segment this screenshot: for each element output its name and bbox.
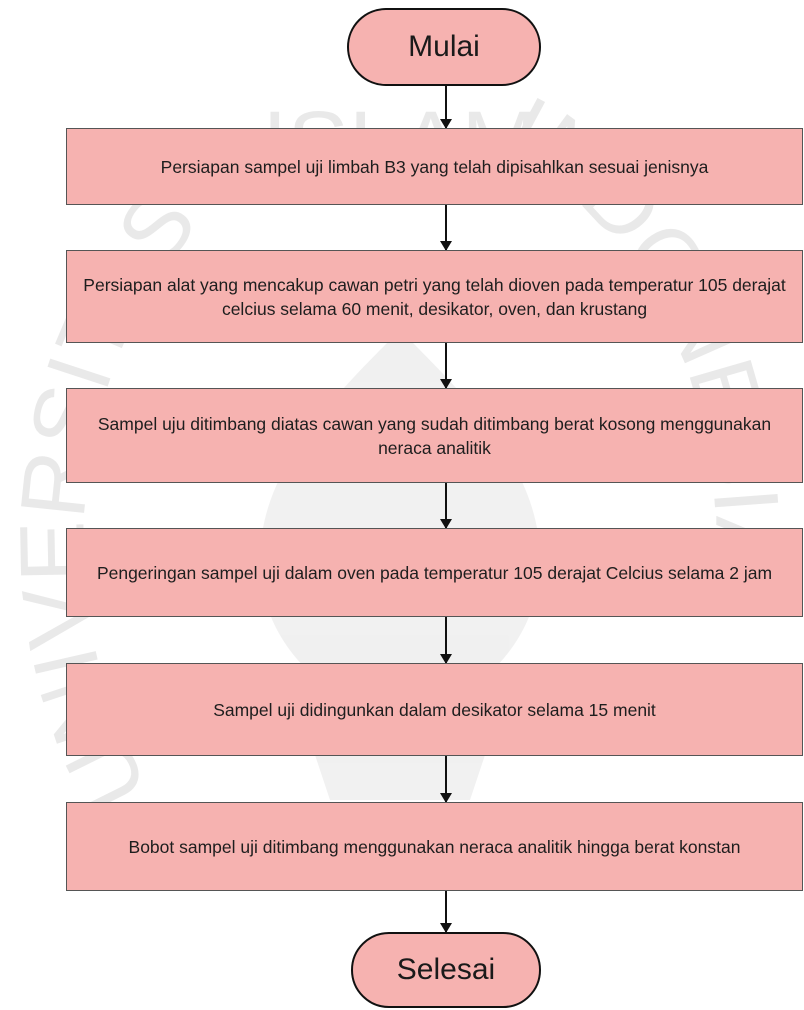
process-step-3: Sampel uju ditimbang diatas cawan yang s… — [66, 388, 803, 483]
process-step-6-label: Bobot sampel uji ditimbang menggunakan n… — [128, 836, 741, 857]
process-step-2: Persiapan alat yang mencakup cawan petri… — [66, 250, 803, 343]
process-step-2-label: Persiapan alat yang mencakup cawan petri… — [83, 274, 786, 319]
end-label: Selesai — [396, 953, 496, 986]
process-step-4-label: Pengeringan sampel uji dalam oven pada t… — [96, 562, 773, 583]
start-label: Mulai — [408, 30, 480, 63]
process-step-4: Pengeringan sampel uji dalam oven pada t… — [66, 528, 803, 617]
process-step-1: Persiapan sampel uji limbah B3 yang tela… — [66, 128, 803, 205]
process-step-6: Bobot sampel uji ditimbang menggunakan n… — [66, 802, 803, 891]
end-terminal: Selesai — [351, 932, 541, 1008]
process-step-5: Sampel uji didingunkan dalam desikator s… — [66, 663, 803, 756]
process-step-1-label: Persiapan sampel uji limbah B3 yang tela… — [160, 156, 709, 177]
process-step-5-label: Sampel uji didingunkan dalam desikator s… — [213, 699, 656, 720]
start-terminal: Mulai — [347, 8, 541, 86]
process-step-3-label: Sampel uju ditimbang diatas cawan yang s… — [97, 413, 772, 458]
